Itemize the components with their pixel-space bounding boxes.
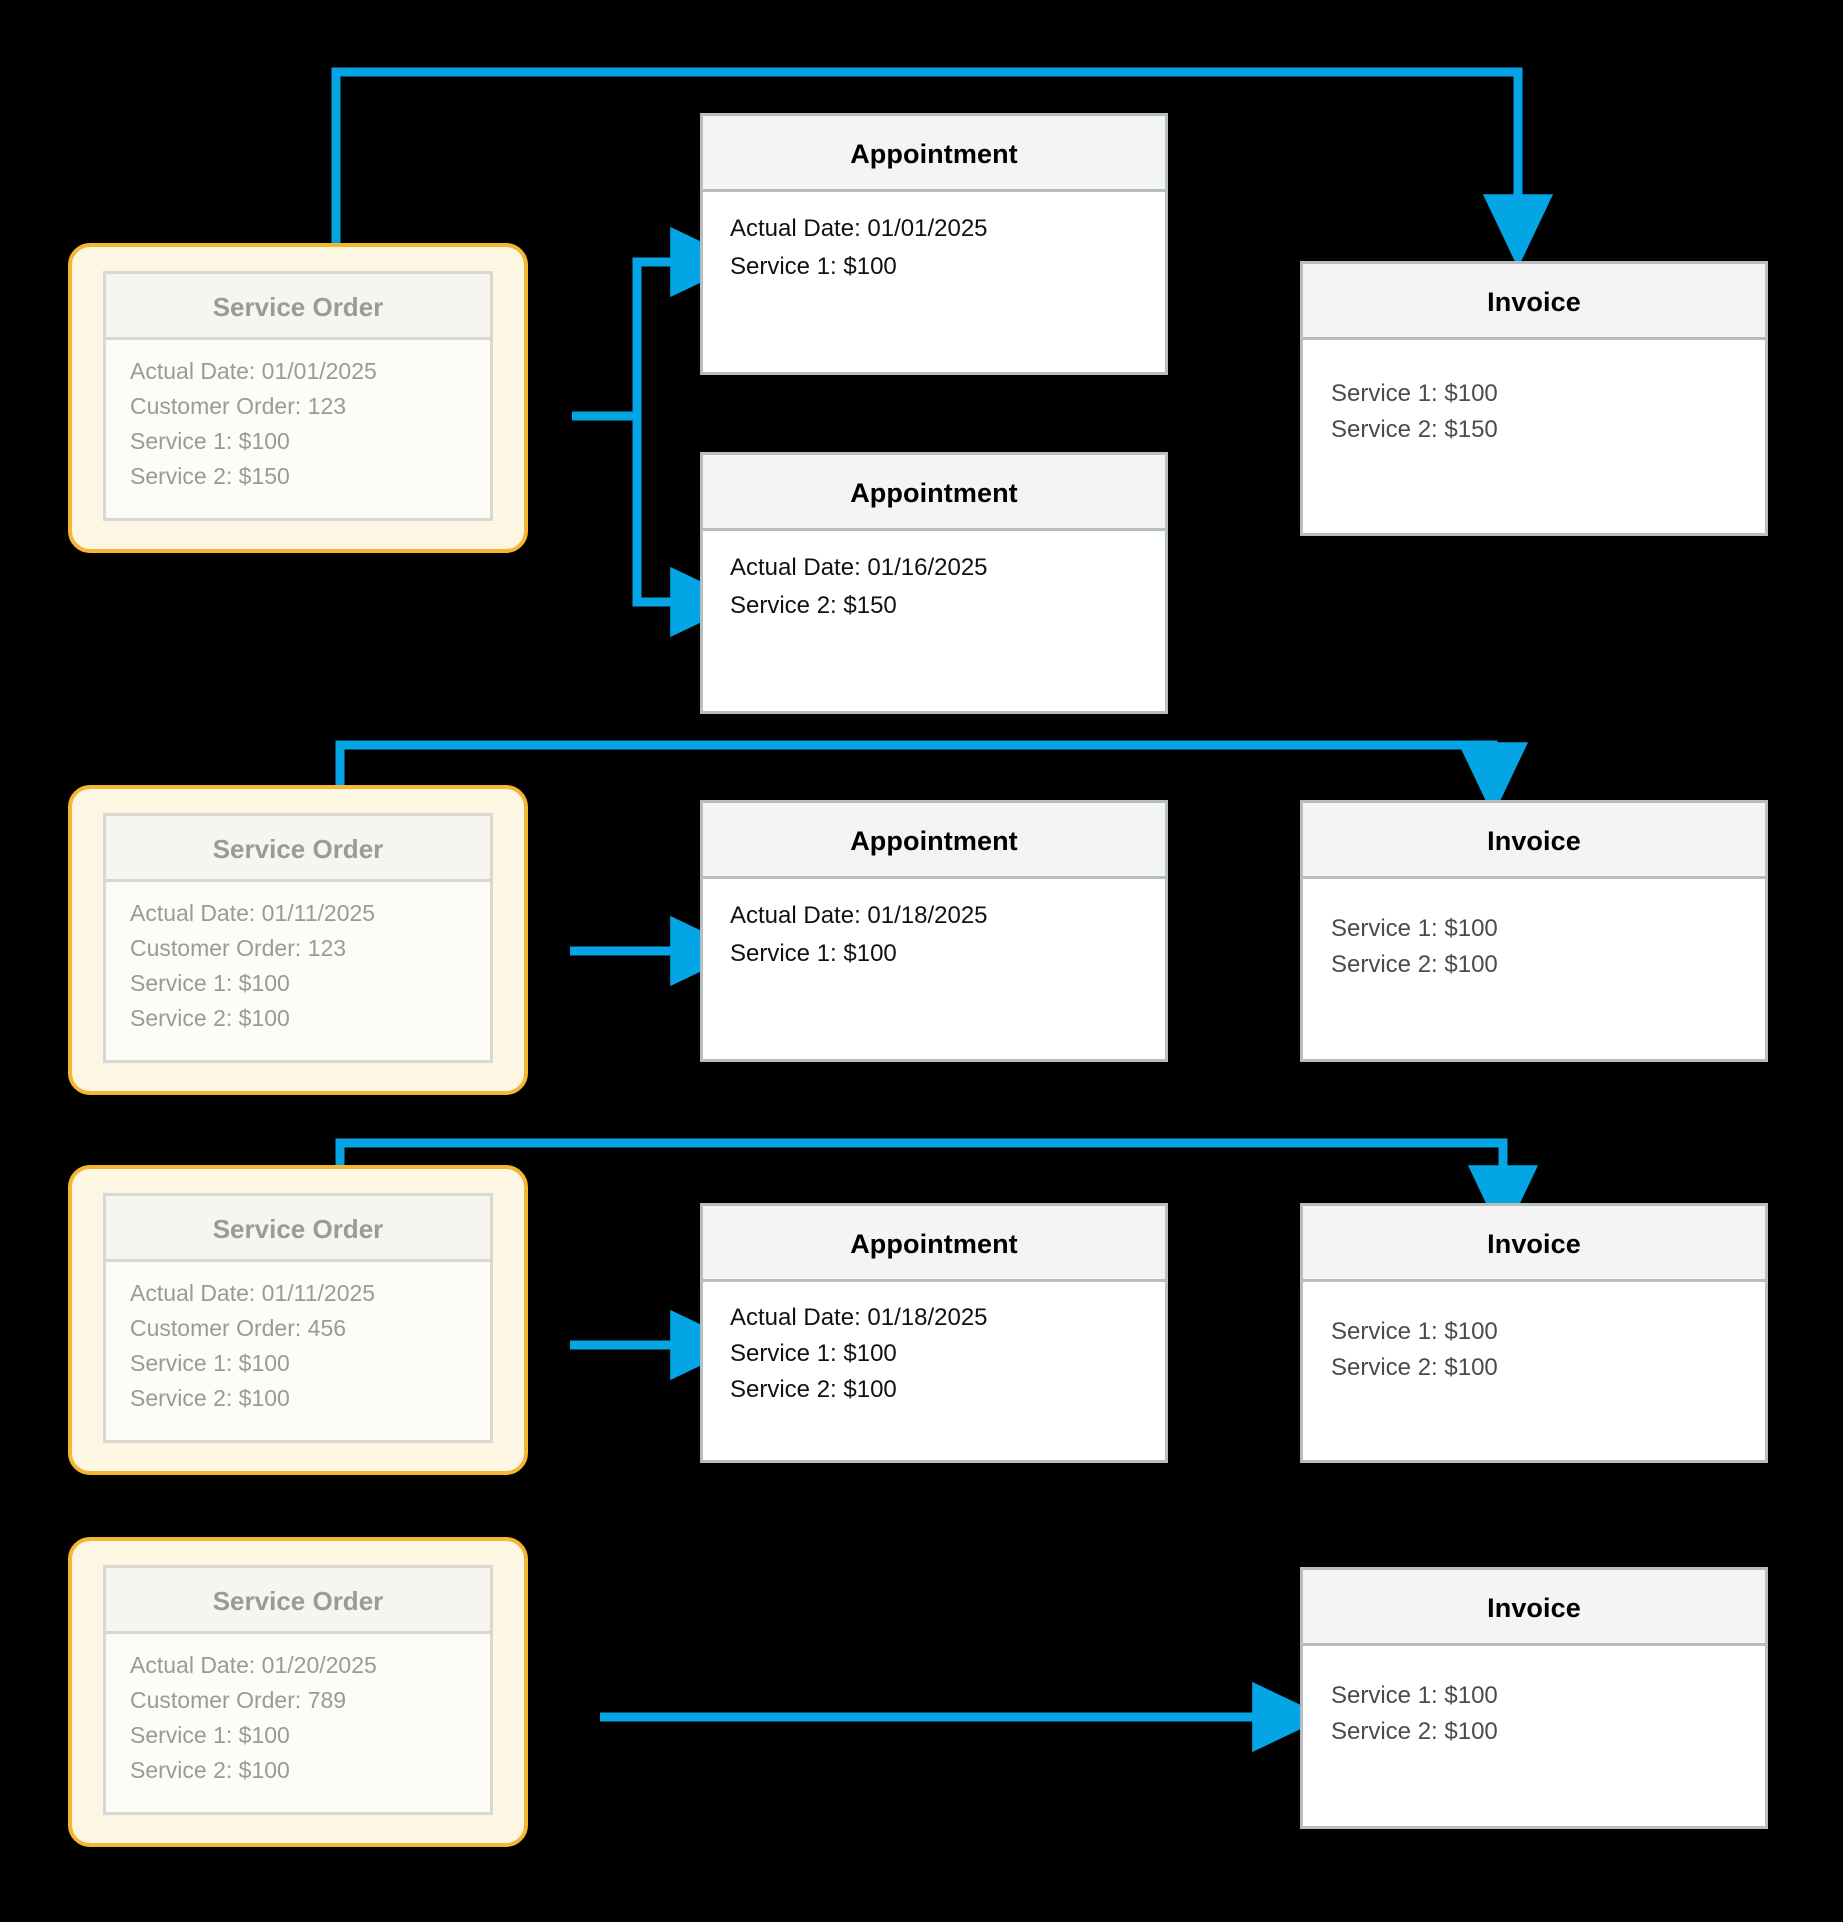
appointment-line: Service 1: $100	[730, 253, 897, 280]
service-order-line: Service 1: $100	[130, 1350, 290, 1376]
service-order-line: Service 1: $100	[130, 428, 290, 454]
arrow-so1-to-appointment2	[632, 416, 744, 638]
invoice-line: Service 2: $150	[1331, 416, 1498, 443]
invoice-card-1[interactable]: Invoice Service 1: $100 Service 2: $150	[1300, 261, 1768, 536]
appointment-line: Service 1: $100	[730, 1340, 897, 1367]
service-order-line: Service 1: $100	[130, 970, 290, 996]
service-order-title-3: Service Order	[106, 1196, 490, 1262]
appointment-card-2[interactable]: Appointment Actual Date: 01/16/2025 Serv…	[700, 452, 1168, 714]
service-order-line: Actual Date: 01/01/2025	[130, 358, 377, 384]
appointment-title-1: Appointment	[703, 116, 1165, 192]
service-order-title-1: Service Order	[106, 274, 490, 340]
invoice-title-3: Invoice	[1303, 1206, 1765, 1282]
appointment-body-4: Actual Date: 01/18/2025 Service 1: $100 …	[703, 1282, 1165, 1408]
service-order-line: Customer Order: 789	[130, 1687, 347, 1713]
service-order-inner-2: Service Order Actual Date: 01/11/2025 Cu…	[103, 813, 493, 1063]
appointment-title-4: Appointment	[703, 1206, 1165, 1282]
appointment-body-1: Actual Date: 01/01/2025 Service 1: $100	[703, 192, 1165, 286]
appointment-line: Actual Date: 01/18/2025	[730, 1304, 988, 1331]
service-order-body-1: Actual Date: 01/01/2025 Customer Order: …	[106, 340, 490, 494]
service-order-line: Actual Date: 01/11/2025	[130, 900, 376, 926]
service-order-body-4: Actual Date: 01/20/2025 Customer Order: …	[106, 1634, 490, 1788]
invoice-line: Service 2: $100	[1331, 1354, 1498, 1381]
appointment-card-4[interactable]: Appointment Actual Date: 01/18/2025 Serv…	[700, 1203, 1168, 1463]
invoice-line: Service 1: $100	[1331, 380, 1498, 407]
invoice-line: Service 1: $100	[1331, 1318, 1498, 1345]
service-order-line: Service 2: $100	[130, 1385, 290, 1411]
appointment-title-3: Appointment	[703, 803, 1165, 879]
service-order-inner-3: Service Order Actual Date: 01/11/2025 Cu…	[103, 1193, 493, 1443]
appointment-body-3: Actual Date: 01/18/2025 Service 1: $100	[703, 879, 1165, 973]
invoice-line: Service 1: $100	[1331, 1682, 1498, 1709]
invoice-line: Service 2: $100	[1331, 951, 1498, 978]
invoice-body-3: Service 1: $100 Service 2: $100	[1303, 1282, 1765, 1386]
service-order-line: Customer Order: 123	[130, 935, 347, 961]
invoice-line: Service 2: $100	[1331, 1718, 1498, 1745]
invoice-card-2[interactable]: Invoice Service 1: $100 Service 2: $100	[1300, 800, 1768, 1062]
appointment-line: Service 2: $100	[730, 1376, 897, 1403]
service-order-line: Customer Order: 123	[130, 393, 347, 419]
appointment-line: Actual Date: 01/01/2025	[730, 215, 988, 242]
service-order-line: Service 2: $100	[130, 1005, 290, 1031]
invoice-title-2: Invoice	[1303, 803, 1765, 879]
invoice-title-4: Invoice	[1303, 1570, 1765, 1646]
service-order-inner-1: Service Order Actual Date: 01/01/2025 Cu…	[103, 271, 493, 521]
arrow-so1-to-appointment1	[572, 226, 744, 421]
appointment-line: Service 1: $100	[730, 940, 897, 967]
service-order-line: Service 1: $100	[130, 1722, 290, 1748]
appointment-title-2: Appointment	[703, 455, 1165, 531]
appointment-line: Service 2: $150	[730, 592, 897, 619]
invoice-line: Service 1: $100	[1331, 915, 1498, 942]
appointment-body-2: Actual Date: 01/16/2025 Service 2: $150	[703, 531, 1165, 625]
invoice-body-2: Service 1: $100 Service 2: $100	[1303, 879, 1765, 983]
service-order-line: Service 2: $150	[130, 463, 290, 489]
service-order-line: Service 2: $100	[130, 1757, 290, 1783]
appointment-line: Actual Date: 01/16/2025	[730, 554, 988, 581]
service-order-body-3: Actual Date: 01/11/2025 Customer Order: …	[106, 1262, 490, 1416]
appointment-line: Actual Date: 01/18/2025	[730, 902, 988, 929]
invoice-card-4[interactable]: Invoice Service 1: $100 Service 2: $100	[1300, 1567, 1768, 1829]
invoice-body-4: Service 1: $100 Service 2: $100	[1303, 1646, 1765, 1750]
appointment-card-3[interactable]: Appointment Actual Date: 01/18/2025 Serv…	[700, 800, 1168, 1062]
service-order-title-4: Service Order	[106, 1568, 490, 1634]
service-order-inner-4: Service Order Actual Date: 01/20/2025 Cu…	[103, 1565, 493, 1815]
service-order-line: Actual Date: 01/20/2025	[130, 1652, 377, 1678]
appointment-card-1[interactable]: Appointment Actual Date: 01/01/2025 Serv…	[700, 113, 1168, 375]
invoice-body-1: Service 1: $100 Service 2: $150	[1303, 340, 1765, 448]
service-order-line: Customer Order: 456	[130, 1315, 347, 1341]
invoice-title-1: Invoice	[1303, 264, 1765, 340]
invoice-card-3[interactable]: Invoice Service 1: $100 Service 2: $100	[1300, 1203, 1768, 1463]
service-order-title-2: Service Order	[106, 816, 490, 882]
service-order-body-2: Actual Date: 01/11/2025 Customer Order: …	[106, 882, 490, 1036]
service-order-line: Actual Date: 01/11/2025	[130, 1280, 376, 1306]
